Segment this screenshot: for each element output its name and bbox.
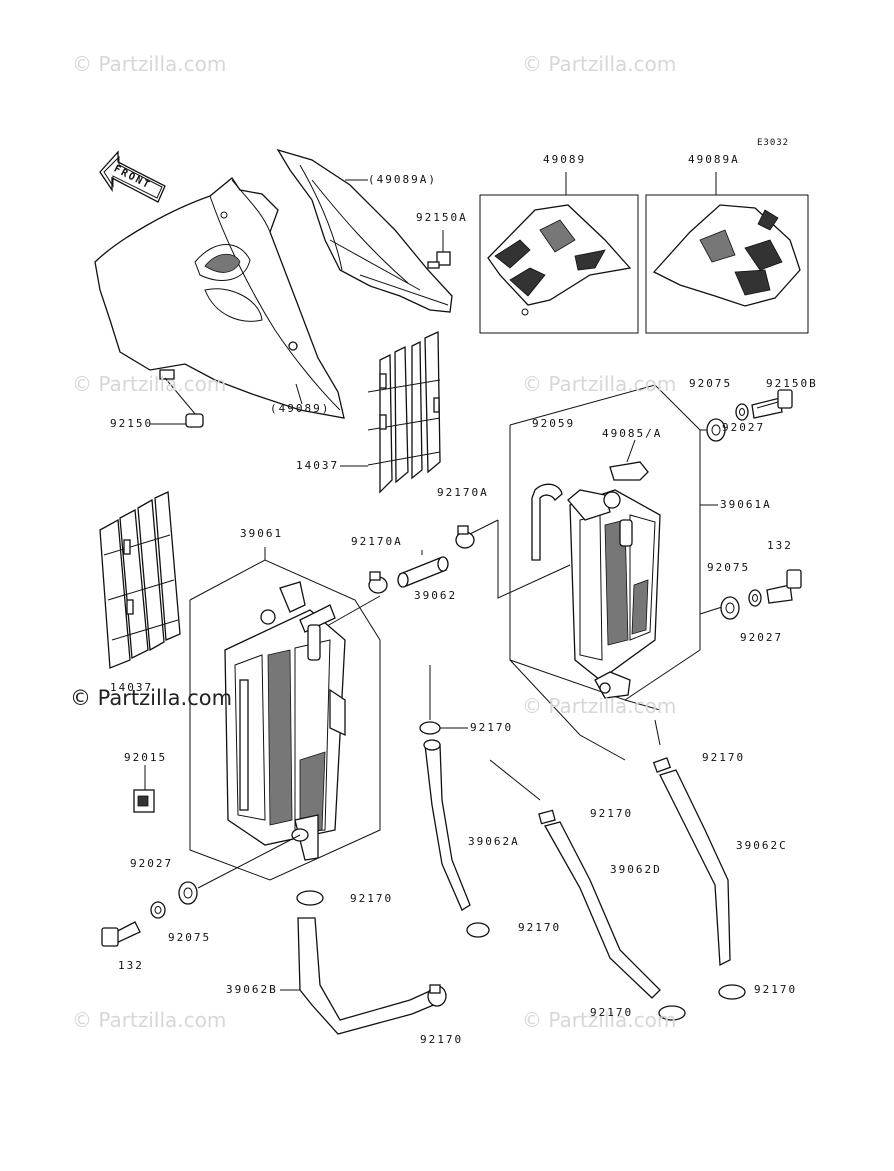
part-label[interactable]: (49089) (270, 402, 331, 415)
part-label[interactable]: 92170 (754, 983, 798, 996)
part-label[interactable]: 92170 (350, 892, 394, 905)
watermark-mid-right: © Partzilla.com (522, 372, 677, 396)
part-label[interactable]: 92170 (590, 1006, 634, 1019)
bolt-92150-illustration (150, 377, 204, 428)
fastener-set-bottom-left (101, 834, 301, 947)
part-label[interactable]: 39061 (240, 527, 284, 540)
watermark-lower-right: © Partzilla.com (522, 694, 677, 718)
part-label[interactable]: 39062B (226, 983, 278, 996)
part-label[interactable]: 92027 (740, 631, 784, 644)
radiator-grille-top-illustration (340, 330, 441, 494)
part-label[interactable]: 92170 (590, 807, 634, 820)
part-label[interactable]: 92015 (124, 751, 168, 764)
radiator-left-assembly (189, 547, 381, 881)
watermark-bottom-left: © Partzilla.com (72, 1008, 227, 1032)
shroud-upper-illustration (276, 148, 453, 313)
part-label[interactable]: 49089 (543, 153, 587, 166)
part-label[interactable]: 92170A (437, 486, 489, 499)
watermark-logo: © Partzilla.com (70, 686, 233, 710)
part-label[interactable]: 14037 (296, 459, 340, 472)
fastener-set-top-right (706, 389, 793, 442)
diagram-code: E3032 (757, 138, 790, 148)
radiator-right-assembly (509, 384, 723, 701)
hose-39062-assembly (319, 519, 571, 631)
part-label[interactable]: 92150B (766, 377, 818, 390)
watermark-top-left: © Partzilla.com (72, 52, 227, 76)
part-label[interactable]: 92170A (351, 535, 403, 548)
front-arrow-icon (99, 150, 166, 203)
part-label[interactable]: 39061A (720, 498, 772, 511)
part-label[interactable]: 92075 (689, 377, 733, 390)
part-label[interactable]: 92027 (722, 421, 766, 434)
part-label[interactable]: 92170 (470, 721, 514, 734)
part-label[interactable]: 92075 (707, 561, 751, 574)
part-label[interactable]: 49089A (688, 153, 740, 166)
part-label[interactable]: 92170 (702, 751, 746, 764)
hose-39062B-illustration (280, 890, 447, 1035)
fastener-set-mid-right (720, 569, 802, 620)
hose-39062C-illustration (652, 757, 746, 1000)
part-label[interactable]: 92170 (420, 1033, 464, 1046)
part-label[interactable]: 39062A (468, 835, 520, 848)
shroud-left-illustration (94, 177, 345, 419)
part-label[interactable]: 92150A (416, 211, 468, 224)
decal-49089A-box (645, 172, 809, 334)
watermark-mid-left: © Partzilla.com (72, 372, 227, 396)
part-label[interactable]: 39062 (414, 589, 458, 602)
watermark-bottom-right: © Partzilla.com (522, 1008, 677, 1032)
hose-39062A-illustration (419, 721, 490, 938)
part-label[interactable]: 92075 (168, 931, 212, 944)
part-label[interactable]: 92170 (518, 921, 562, 934)
part-label[interactable]: 14037 (110, 681, 154, 694)
nut-92015-illustration (133, 765, 155, 813)
watermark-top-right: © Partzilla.com (522, 52, 677, 76)
decal-49089-box (479, 172, 639, 334)
part-label[interactable]: 132 (118, 959, 144, 972)
part-label[interactable]: 39062C (736, 839, 788, 852)
part-label[interactable]: 92059 (532, 417, 576, 430)
hose-39062D-illustration (538, 809, 686, 1021)
part-label[interactable]: (49089A) (368, 173, 437, 186)
part-label[interactable]: 132 (767, 539, 793, 552)
bolt-92150A-illustration (427, 230, 451, 269)
part-label[interactable]: 39062D (610, 863, 662, 876)
part-label[interactable]: 49085/A (602, 427, 663, 440)
part-label[interactable]: 92027 (130, 857, 174, 870)
part-label[interactable]: 92150 (110, 417, 154, 430)
radiator-grille-left-illustration (99, 491, 181, 669)
